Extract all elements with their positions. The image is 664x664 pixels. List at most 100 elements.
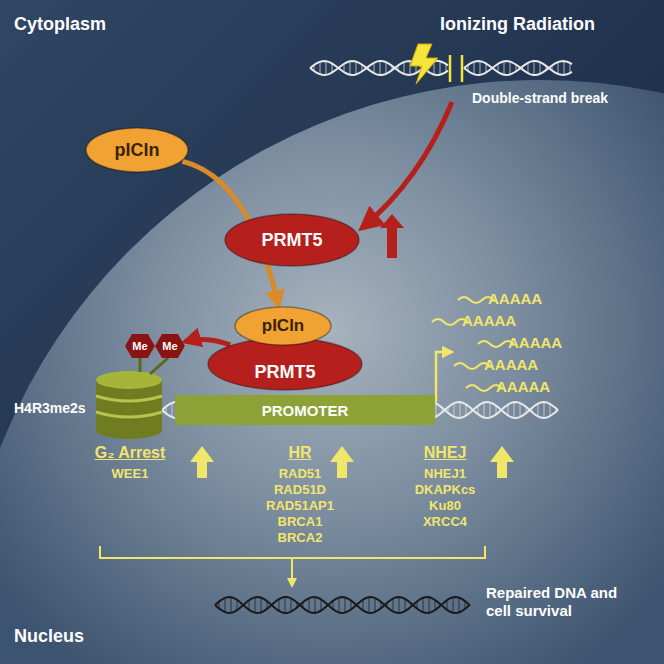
dna-rung	[429, 597, 430, 613]
gene-name: XRCC4	[423, 514, 467, 529]
promoter-bar: PROMOTER	[175, 395, 435, 425]
break-mark	[449, 55, 452, 82]
dna-rung	[448, 407, 449, 413]
dna-rung	[363, 600, 364, 611]
gene-name: DKAPKcs	[415, 482, 476, 497]
dna-rung	[356, 62, 357, 75]
dna-rung	[357, 604, 358, 605]
dna-rung	[243, 604, 244, 605]
node-label: pICln	[115, 140, 160, 161]
dna-rung	[393, 599, 394, 612]
dna-rung	[492, 67, 493, 68]
dna-rung	[381, 602, 382, 608]
dna-strand	[215, 597, 470, 613]
dna-rung	[526, 407, 527, 413]
dna-rung	[520, 403, 521, 417]
node-outline	[208, 338, 362, 390]
up-arrow	[380, 214, 404, 258]
dna-rung	[219, 602, 220, 609]
gene-name: BRCA1	[278, 514, 323, 529]
protein-ellipse: pICln	[85, 127, 189, 173]
connector-arrow	[185, 339, 230, 344]
nucleosome	[96, 358, 168, 439]
break-mark	[461, 55, 464, 82]
dna-rung	[326, 61, 327, 75]
dna-rung	[436, 403, 437, 416]
dna-rung	[459, 598, 460, 613]
dna-rung	[454, 403, 455, 417]
dna-rung	[225, 598, 226, 612]
dna-rung	[398, 66, 399, 71]
dna-rung	[468, 65, 469, 71]
dna-rung	[490, 402, 491, 417]
dna-strand	[464, 61, 572, 75]
protein-ellipse: pICln	[234, 306, 332, 346]
dna-rung	[556, 408, 557, 411]
dna-rung	[374, 63, 375, 73]
dna-rung	[540, 62, 541, 74]
dna-rung	[466, 404, 467, 415]
node-outline	[155, 334, 185, 358]
dna-rung	[417, 601, 418, 608]
dna-rung	[338, 67, 339, 68]
dna-rung	[375, 598, 376, 612]
dna-rung	[231, 597, 232, 613]
dna-rung	[172, 403, 173, 417]
dna-rung	[472, 409, 473, 411]
dna-rung	[387, 603, 388, 607]
dna-rung	[321, 599, 322, 610]
dna-rung	[564, 61, 565, 75]
dna-rung	[440, 61, 441, 74]
dna-rung	[351, 601, 352, 610]
text-label: AAAAA	[484, 356, 538, 373]
text-label: AAAAA	[488, 290, 542, 307]
dna-rung	[550, 404, 551, 416]
dna-rung	[496, 406, 497, 415]
text-label: Cytoplasm	[14, 14, 106, 35]
dna-strand	[215, 597, 470, 613]
dna-rung	[534, 61, 535, 75]
dna-rung	[558, 62, 559, 74]
dna-rung	[345, 597, 346, 612]
category-heading: HR	[288, 444, 311, 462]
category-heading: G₂ Arrest	[95, 444, 166, 462]
dna-rung	[435, 600, 436, 610]
transcription-arrow	[436, 352, 452, 402]
dna-rung	[460, 402, 461, 418]
dna-rung	[333, 601, 334, 609]
dna-rung	[570, 63, 571, 73]
dna-rung	[339, 598, 340, 613]
dna-rung	[249, 600, 250, 610]
dna-rung	[446, 64, 447, 72]
gene-name: Ku80	[429, 498, 461, 513]
dna-rung	[320, 62, 321, 75]
dna-rung	[423, 598, 424, 612]
dna-rung	[166, 407, 167, 414]
text-label: Nucleus	[14, 626, 84, 647]
dna-rung	[544, 402, 545, 418]
dna-rung	[411, 603, 412, 606]
dna-strand	[464, 61, 572, 75]
dna-rung	[516, 65, 517, 72]
result-arrow	[291, 558, 293, 586]
text-label: H4R3me2s	[14, 400, 86, 416]
dna-rung	[528, 63, 529, 73]
gene-name: BRCA2	[278, 530, 323, 545]
dna-rung	[508, 405, 509, 416]
dna-rung	[522, 67, 523, 69]
dna-rung	[486, 64, 487, 73]
dna-rung	[498, 64, 499, 72]
text-label: Double-strand break	[472, 90, 608, 106]
dna-rung	[386, 62, 387, 74]
dna-rung	[314, 65, 315, 71]
dna-rung	[237, 600, 238, 610]
dna-rung	[332, 64, 333, 73]
dna-rung	[255, 597, 256, 612]
induction-arrow	[362, 102, 452, 228]
dna-helices	[162, 61, 572, 613]
methyl-hexagon: Me	[154, 333, 186, 359]
text-label: AAAAA	[508, 334, 562, 351]
gene-name: RAD51	[279, 466, 322, 481]
dna-rung	[538, 404, 539, 417]
